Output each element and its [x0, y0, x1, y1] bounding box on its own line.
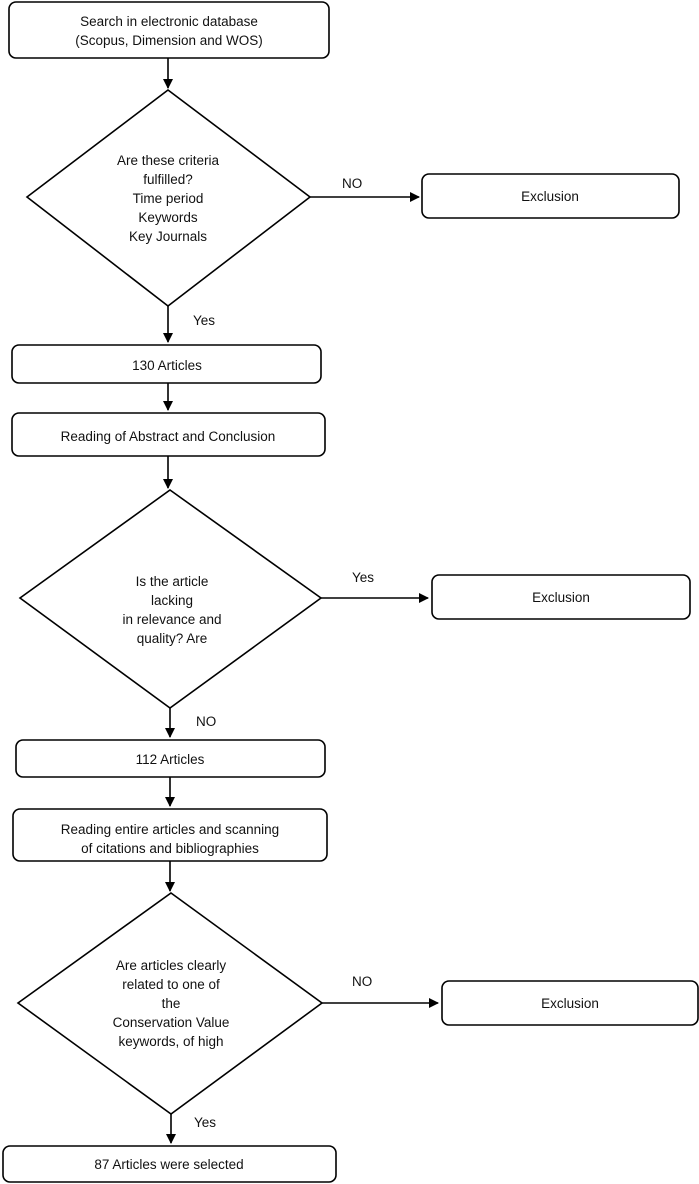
reading-entire-text-line-1: Reading entire articles and scanning: [61, 822, 279, 837]
reading-entire-text-line-2: of citations and bibliographies: [81, 841, 259, 856]
decision1-no-label: NO: [342, 176, 362, 191]
decision2-no-label: NO: [196, 714, 216, 729]
decision2-yes-label: Yes: [352, 570, 374, 585]
articles87-box: [2, 1145, 337, 1183]
exclusion3-text: Exclusion: [541, 996, 599, 1011]
articles130-box: [11, 344, 322, 384]
decision1-text-line-2: fulfilled?: [143, 172, 193, 187]
exclusion1-text: Exclusion: [521, 189, 579, 204]
decision3-text-line-2: related to one of: [122, 977, 220, 992]
articles130-text: 130 Articles: [132, 358, 202, 373]
search-text-line-1: Search in electronic database: [80, 14, 258, 29]
exclusion1-box: [421, 173, 680, 219]
decision2-text-line-1: Is the article: [136, 574, 209, 589]
exclusion3-box: [441, 980, 699, 1026]
decision3-text-line-1: Are articles clearly: [116, 958, 227, 973]
decision1-text-line-3: Time period: [133, 191, 204, 206]
decision1-text-line-5: Key Journals: [129, 229, 207, 244]
decision2-text-line-3: in relevance and: [122, 612, 221, 627]
search-text-line-2: (Scopus, Dimension and WOS): [75, 33, 263, 48]
articles87-text: 87 Articles were selected: [94, 1157, 243, 1172]
decision3-text-line-3: the: [162, 996, 181, 1011]
reading-abstract-text: Reading of Abstract and Conclusion: [61, 429, 276, 444]
decision1-yes-label: Yes: [193, 313, 215, 328]
decision1-text-line-4: Keywords: [138, 210, 198, 225]
decision3-text-line-4: Conservation Value: [113, 1015, 230, 1030]
search-box: [8, 1, 330, 59]
exclusion2-text: Exclusion: [532, 590, 590, 605]
decision2-text-line-2: lacking: [151, 593, 193, 608]
decision3-text-line-5: keywords, of high: [118, 1034, 223, 1049]
articles112-text: 112 Articles: [136, 752, 205, 767]
decision3-no-label: NO: [352, 974, 372, 989]
decision1-text-line-1: Are these criteria: [117, 153, 220, 168]
decision3-yes-label: Yes: [194, 1115, 216, 1130]
exclusion2-box: [431, 574, 691, 620]
decision2-text-line-4: quality? Are: [137, 631, 208, 646]
